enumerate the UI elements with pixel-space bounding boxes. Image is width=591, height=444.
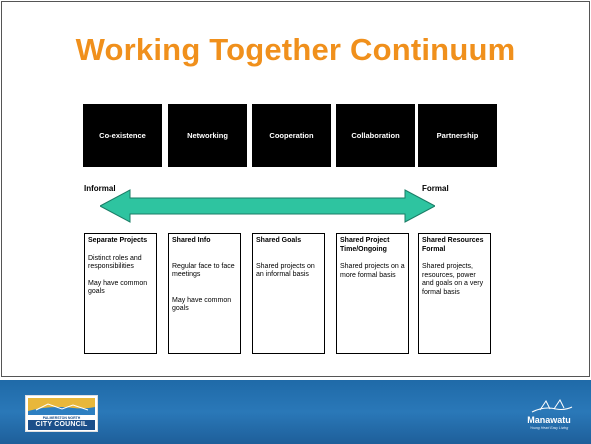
manawatu-tagline: Young Heart Easy Living [529,426,569,430]
desc-text: Regular face to face meetings [172,262,235,279]
logo-landscape-icon [28,398,95,415]
desc-text: Distinct roles and responsibilities [88,254,142,271]
desc-text: Shared projects, resources, power and go… [422,263,484,296]
manawatu-name: Manawatu [527,415,571,425]
desc-text: Shared projects on an informal basis [256,262,315,279]
desc-box-shared-project-time: Shared Project Time/Ongoing Shared proje… [336,233,409,354]
city-council-logo: PALMERSTON NORTH CITY COUNCIL [25,395,98,432]
desc-box-shared-info: Shared Info Regular face to face meeting… [168,233,241,354]
informal-label: Informal [84,184,116,193]
desc-box-separate-projects: Separate Projects Distinct roles and res… [84,233,157,354]
desc-heading: Shared Resources Formal [422,237,484,253]
slide-frame [1,1,590,377]
slide-title: Working Together Continuum [75,32,516,67]
desc-heading: Shared Goals [256,237,302,244]
manawatu-logo: Manawatu Young Heart Easy Living [520,398,578,434]
logo-small-text: PALMERSTON NORTH [42,416,81,420]
formal-label: Formal [422,184,449,193]
desc-heading: Shared Info [172,237,211,244]
logo-big-text: CITY COUNCIL [28,420,95,430]
desc-heading: Separate Projects [88,237,148,244]
stage-box-collaboration: Collaboration [336,104,415,167]
stage-box-coexistence: Co-existence [83,104,162,167]
desc-text-secondary: May have common goals [172,296,232,313]
stage-box-partnership: Partnership [418,104,497,167]
double-arrow-icon [100,189,435,223]
desc-box-shared-goals: Shared Goals Shared projects on an infor… [252,233,325,354]
desc-text: Shared projects on a more formal basis [340,263,405,279]
stage-box-networking: Networking [168,104,247,167]
stage-box-cooperation: Cooperation [252,104,331,167]
desc-box-shared-resources: Shared Resources Formal Shared projects,… [418,233,491,354]
manawatu-mark-icon [531,399,573,413]
footer-band [0,380,591,444]
desc-heading: Shared Project Time/Ongoing [340,237,390,253]
desc-text-secondary: May have common goals [88,279,148,296]
